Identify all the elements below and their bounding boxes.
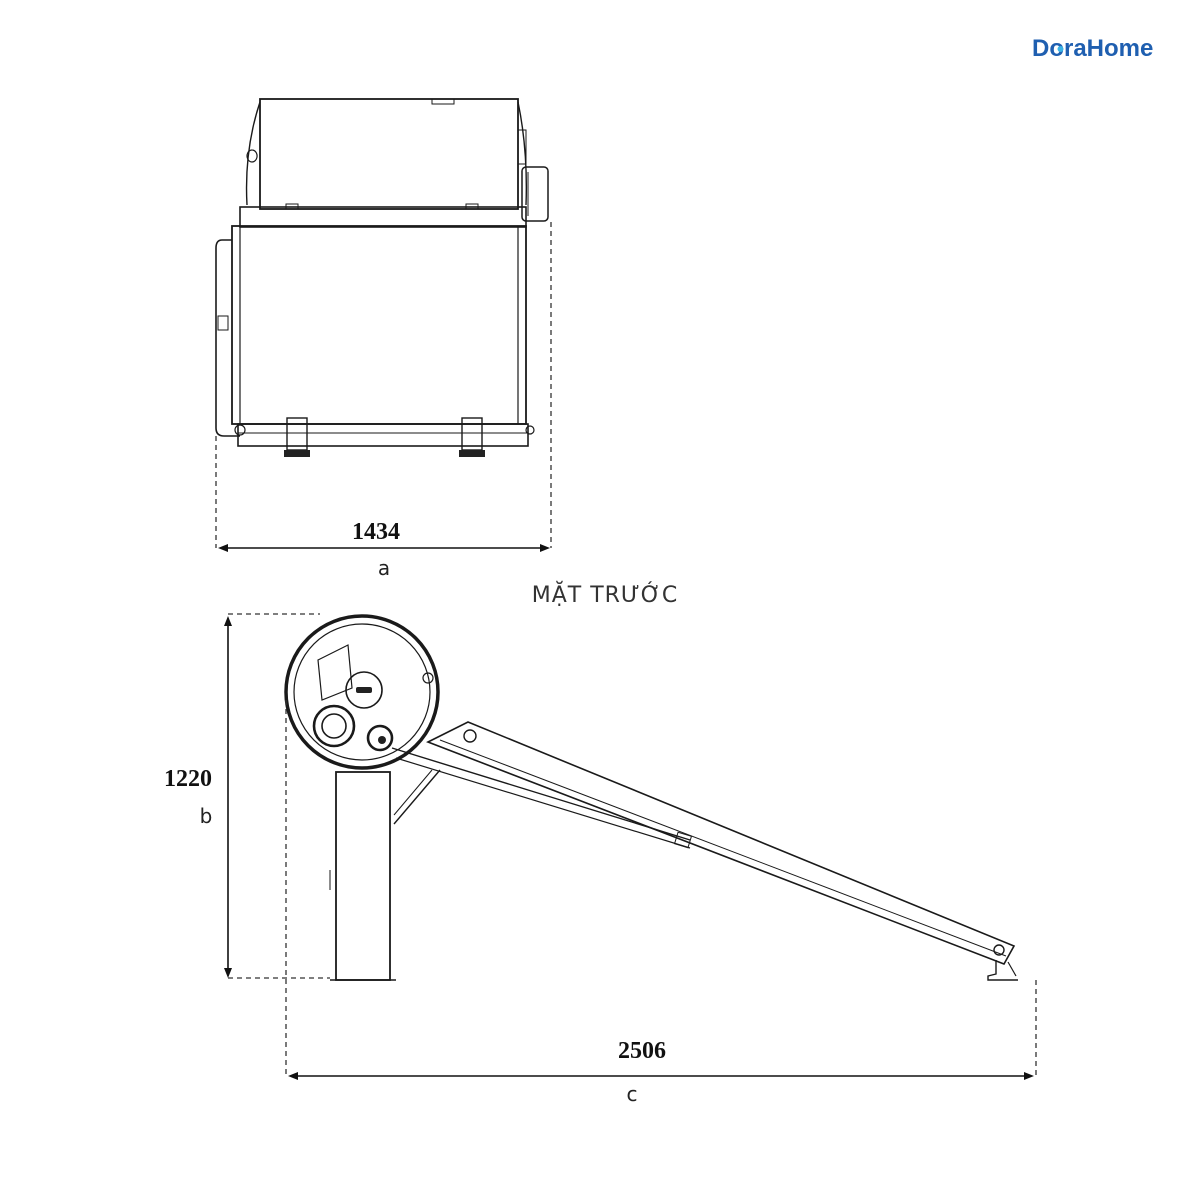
logo-drop-icon	[1057, 46, 1064, 52]
support-rail	[391, 747, 691, 841]
tank-left-fitting	[246, 149, 258, 163]
frame-base-rail	[237, 423, 529, 447]
left-foot	[284, 450, 310, 457]
tank-outlet-fitting	[312, 704, 356, 748]
tank-right-cap	[517, 101, 528, 206]
width-dimension-value: 1434	[352, 519, 400, 545]
left-pipe	[215, 239, 240, 437]
tank-strap-band	[239, 206, 527, 228]
ground-anchor	[987, 960, 1018, 981]
collector-panel	[426, 721, 1016, 965]
tank-top-body	[259, 98, 519, 210]
length-dimension-letter: c	[627, 1082, 638, 1106]
tank-top-vent	[431, 98, 455, 105]
vertical-post	[335, 771, 391, 981]
tank-center-port	[345, 671, 383, 709]
diagonal-brace	[393, 769, 441, 825]
front-view-caption: MẶT TRƯỚC	[532, 581, 679, 608]
side-view-drawing: 1220 b 2506 c	[164, 613, 1037, 1106]
width-dimension-letter: a	[378, 556, 390, 580]
front-view-drawing: 1434 a	[215, 98, 552, 580]
tank-inner-panel	[317, 644, 353, 701]
length-dimension-value: 2506	[618, 1038, 666, 1064]
height-dimension-letter: b	[200, 804, 213, 828]
tank-end-circle	[284, 614, 440, 770]
right-foot	[459, 450, 485, 457]
frame-main-box	[231, 225, 527, 425]
brand-logo: DoraHome	[1032, 35, 1153, 62]
height-dimension-value: 1220	[164, 766, 212, 792]
side-valve-box	[521, 166, 549, 222]
tank-left-cap	[245, 101, 261, 206]
brand-logo-text: DoraHome	[1032, 35, 1153, 62]
tank-inlet-fitting	[366, 724, 394, 752]
